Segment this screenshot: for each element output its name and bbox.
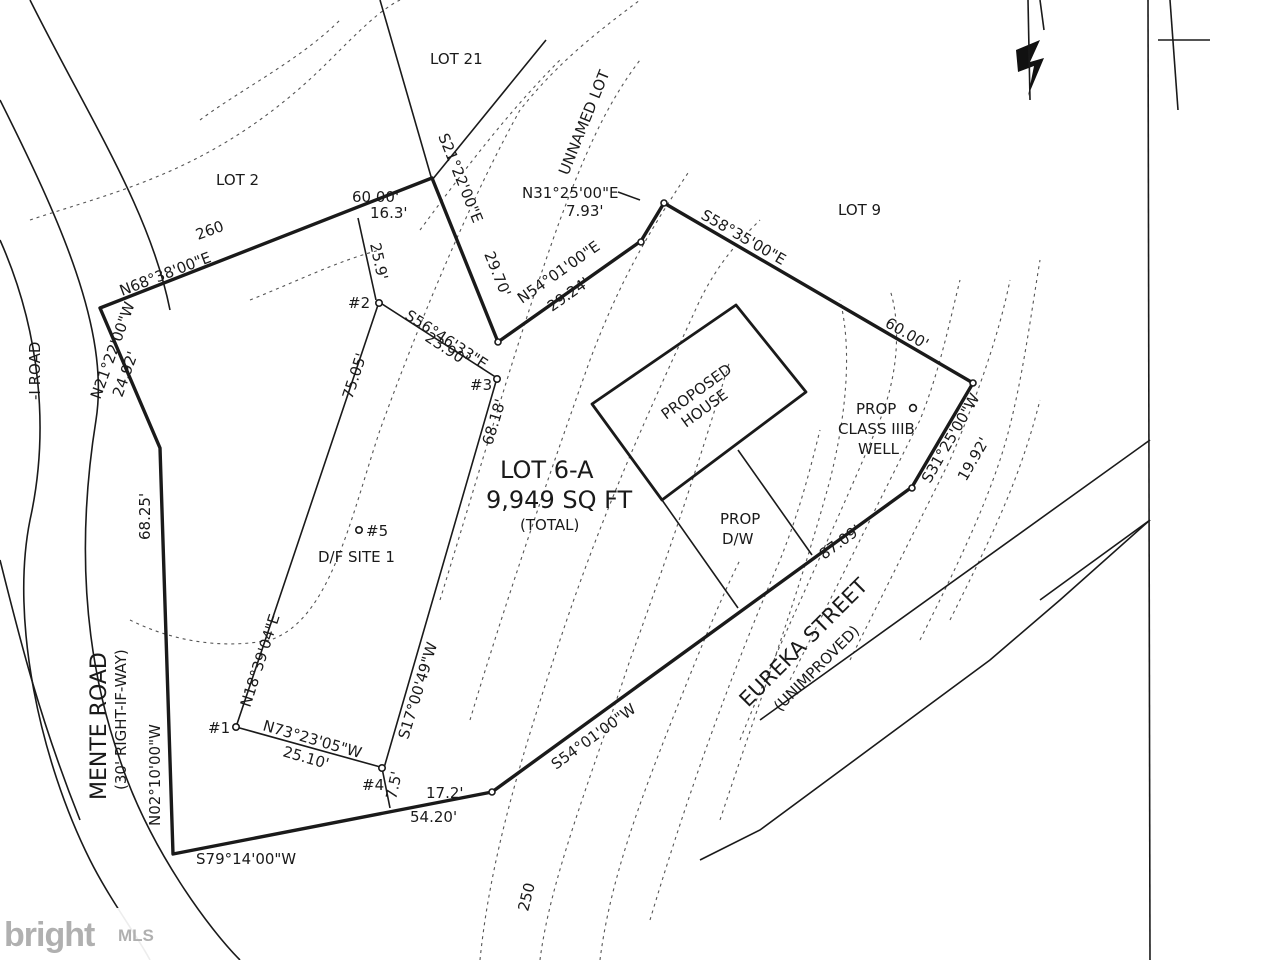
- proposed-house-outline: [590, 303, 808, 502]
- dist-east: 19.92': [954, 434, 993, 484]
- watermark-logo: bright MLS: [0, 908, 160, 960]
- dist-top-east: 60.00': [882, 314, 932, 353]
- bearing-bottom: S79°14'00"W: [196, 850, 296, 868]
- adjacent-lot2: LOT 2: [216, 171, 259, 189]
- point-2-label: #2: [348, 294, 370, 312]
- dist-short: 7.93': [566, 202, 604, 220]
- dist-nw-corner: 60.00': [352, 188, 399, 206]
- lot-area-note: (TOTAL): [520, 516, 579, 534]
- bearing-west: N02°10'00"W: [146, 724, 164, 826]
- point-1-label: #1: [208, 719, 230, 737]
- dist-df-e: 68.18': [479, 397, 510, 447]
- df-point-label: #5: [366, 522, 388, 540]
- df-site-label: D/F SITE 1: [318, 548, 395, 566]
- adjacent-lot9: LOT 9: [838, 201, 881, 219]
- contour-260: 260: [193, 217, 226, 244]
- leader-line: [617, 191, 641, 201]
- bearing-df-n: N18°39'04"E: [237, 612, 284, 709]
- road-mente-row: (30' RIGHT-IF-WAY): [112, 649, 130, 790]
- adjacent-lot21: LOT 21: [430, 50, 483, 68]
- well-label-3: WELL: [858, 440, 900, 458]
- well-label-2: CLASS IIIB: [838, 420, 915, 438]
- contour-lines: [29, 0, 1041, 960]
- dist-nw-sub: 16.3': [370, 204, 408, 222]
- bearing-short: N31°25'00"E: [522, 184, 618, 202]
- right-edge-lines: [1147, 0, 1210, 960]
- watermark-brand: bright: [4, 916, 95, 954]
- adjacent-lot-lines: [379, 0, 547, 181]
- bearing-south: S54°01'00"W: [548, 700, 640, 774]
- dist-df-n: 75.05': [339, 351, 371, 401]
- well-label-1: PROP: [856, 400, 896, 418]
- dist-west: 68.25': [136, 493, 154, 540]
- point-4-label: #4: [362, 776, 384, 794]
- mente-road-edges: [0, 0, 241, 960]
- driveway-outline: [661, 449, 813, 609]
- lot-area: 9,949 SQ FT: [486, 486, 632, 514]
- driveway-label-2: D/W: [722, 530, 754, 548]
- bearing-df-e: S17°00'49"W: [395, 640, 442, 741]
- watermark-suffix: MLS: [118, 926, 154, 945]
- driveway-label-1: PROP: [720, 510, 760, 528]
- eureka-street-edges: [699, 439, 1151, 861]
- dist-df-off: 7.5': [382, 770, 405, 801]
- point-3-label: #3: [470, 376, 492, 394]
- survey-points: [232, 199, 977, 796]
- contour-250: 250: [514, 881, 538, 913]
- road-partial: -I ROAD: [26, 342, 44, 400]
- dist-lot21-line: 29.70': [480, 249, 514, 299]
- adjacent-unnamed: UNNAMED LOT: [555, 67, 614, 178]
- lot-title: LOT 6-A: [500, 456, 594, 484]
- dist-bottom: 54.20': [410, 808, 457, 826]
- bearing-top-east: S58°35'00"E: [698, 206, 789, 269]
- dist-bottom-sub: 17.2': [426, 784, 464, 802]
- dist-se: 87.09': [816, 521, 865, 563]
- road-mente: MENTE ROAD: [87, 652, 112, 800]
- north-arrow-icon: [1016, 0, 1045, 101]
- dimension-offsets: [357, 217, 391, 809]
